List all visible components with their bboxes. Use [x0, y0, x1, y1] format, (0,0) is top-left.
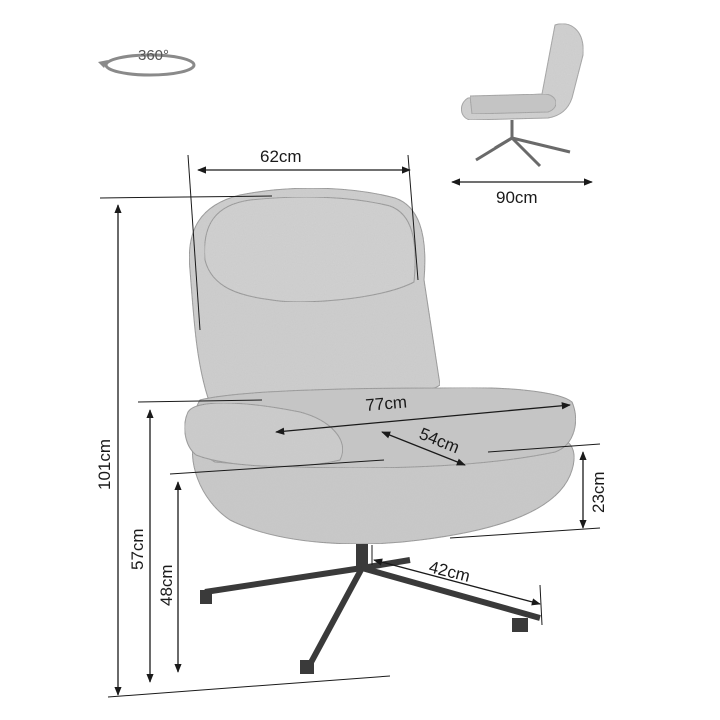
- base-label: 42cm: [427, 557, 472, 585]
- backrest-height-dimension: 23cm: [449, 443, 608, 539]
- chair-body: [184, 187, 577, 545]
- total-height-label: 101cm: [95, 439, 114, 490]
- total-width-label: 77cm: [365, 392, 408, 415]
- side-view-chair: [461, 23, 584, 168]
- seat-height-dimension: 57cm: [128, 399, 263, 683]
- total-height-dimension: 101cm: [95, 195, 391, 698]
- backrest-height-label: 23cm: [589, 471, 608, 513]
- depth-label: 90cm: [496, 188, 538, 207]
- rotation-label: 360°: [138, 47, 169, 64]
- rotation-icon: 360°: [98, 47, 196, 77]
- width-top-label: 62cm: [260, 147, 302, 166]
- width-top-dimension: 62cm: [187, 147, 419, 331]
- depth-dimension: 90cm: [451, 178, 593, 207]
- chair-base: [200, 540, 541, 674]
- armrest-height-label: 48cm: [157, 564, 176, 606]
- armrest-height-dimension: 48cm: [157, 459, 385, 673]
- total-width-dimension: 77cm: [275, 392, 571, 435]
- seat-height-label: 57cm: [128, 528, 147, 570]
